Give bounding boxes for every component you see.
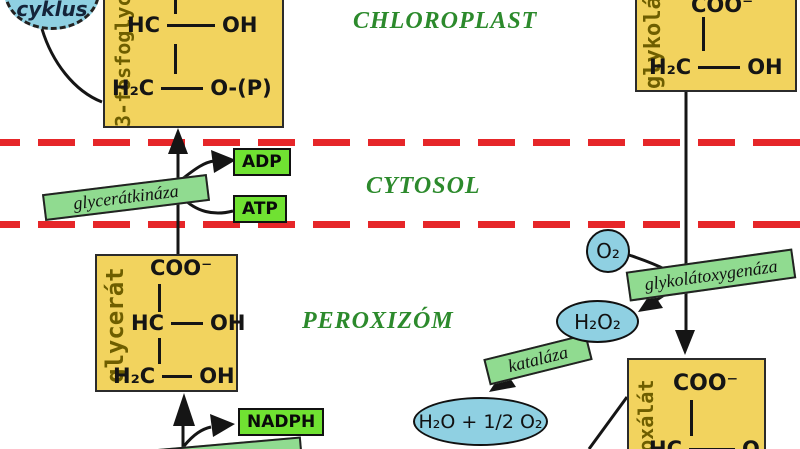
- h2o2-ellipse: H₂O₂: [556, 300, 639, 343]
- cytosol-label: CYTOSOL: [366, 173, 481, 199]
- glycerat-row2: H₂C OH: [113, 364, 235, 388]
- bond-horizontal: [167, 23, 215, 27]
- fosfoglycerat-row1: HC OH: [127, 13, 257, 37]
- molecule-box-3-fosfoglycerat: 3-fosfoglycerát: [103, 0, 284, 128]
- bond-horizontal: [689, 447, 735, 449]
- calvin-cycle-label: cyklus: [16, 0, 88, 21]
- glyoxalat-row1: HC O: [649, 437, 760, 449]
- molecule-box-glycerat: glycerát: [95, 254, 238, 392]
- arrowhead-into-glycerat: [173, 393, 195, 426]
- glykolat-row1: H₂C OH: [649, 55, 783, 79]
- molecule-box-glyoxalat: glyoxálát: [627, 358, 766, 449]
- line-to-calvin-cycle: [40, 28, 103, 104]
- peroxizom-label: PEROXIZÓM: [302, 308, 454, 334]
- formula-part: HC: [649, 437, 682, 449]
- o2-circle: O₂: [586, 229, 630, 273]
- glyoxalat-top-group: COO⁻: [673, 371, 738, 396]
- fosfoglycerat-row2: H₂C O-(P): [112, 76, 272, 100]
- formula-part: OH: [222, 13, 258, 37]
- adp-box: ADP: [233, 148, 291, 177]
- formula-part: O-(P): [210, 76, 272, 100]
- chloroplast-membrane-dashed-line: [0, 139, 800, 146]
- formula-part: OH: [199, 364, 235, 388]
- formula-part: H₂C: [112, 76, 155, 100]
- bond-horizontal: [698, 65, 741, 69]
- bond-glyoxalat: [690, 400, 693, 436]
- glycerat-top-group: COO⁻: [150, 256, 212, 280]
- formula-part: COO⁻: [691, 0, 754, 17]
- bond-horizontal: [161, 86, 204, 90]
- formula-part: COO⁻: [150, 256, 213, 280]
- molecule-box-glykolat: glykolát: [635, 0, 797, 92]
- h2o-half-o2-label: H₂O + 1/2 O₂: [418, 410, 543, 433]
- h2o-half-o2-ellipse: H₂O + 1/2 O₂: [413, 397, 548, 446]
- formula-part: OH: [747, 55, 783, 79]
- bond-fosfoglycerat-mid: [174, 44, 177, 74]
- nadph-box: NADPH: [238, 408, 325, 437]
- formula-part: HC: [127, 13, 160, 37]
- bond-horizontal: [162, 374, 193, 378]
- peroxisome-membrane-dashed-line: [0, 221, 800, 228]
- formula-part: HC: [131, 311, 164, 335]
- arrowhead-into-h2o2: [638, 291, 663, 312]
- bond-fosfoglycerat-top: [174, 0, 177, 14]
- h2o2-label: H₂O₂: [574, 309, 621, 334]
- arrow-to-nadph: [182, 425, 212, 447]
- glykolat-top-group: COO⁻: [691, 0, 753, 17]
- arrowhead-into-nadph: [210, 414, 235, 437]
- glycerat-row1: HC OH: [131, 311, 245, 335]
- bond-horizontal: [171, 321, 203, 325]
- bond-glykolat: [702, 17, 705, 51]
- line-from-glyoxalat-down: [587, 396, 629, 449]
- formula-part: H₂C: [649, 55, 692, 79]
- formula-part: COO⁻: [673, 371, 739, 396]
- arrowhead-into-adp: [211, 150, 236, 173]
- chloroplast-label: CHLOROPLAST: [353, 8, 538, 34]
- o2-label: O₂: [596, 239, 620, 263]
- arrowhead-into-glyoxalat: [675, 330, 695, 355]
- formula-part: OH: [210, 311, 246, 335]
- formula-part: O: [742, 437, 760, 449]
- formula-part: H₂C: [113, 364, 156, 388]
- bond-glycerat-1: [158, 284, 161, 312]
- bond-glycerat-2: [158, 338, 161, 364]
- atp-box: ATP: [233, 195, 287, 224]
- arrowhead-into-fosfoglycerat: [168, 128, 188, 154]
